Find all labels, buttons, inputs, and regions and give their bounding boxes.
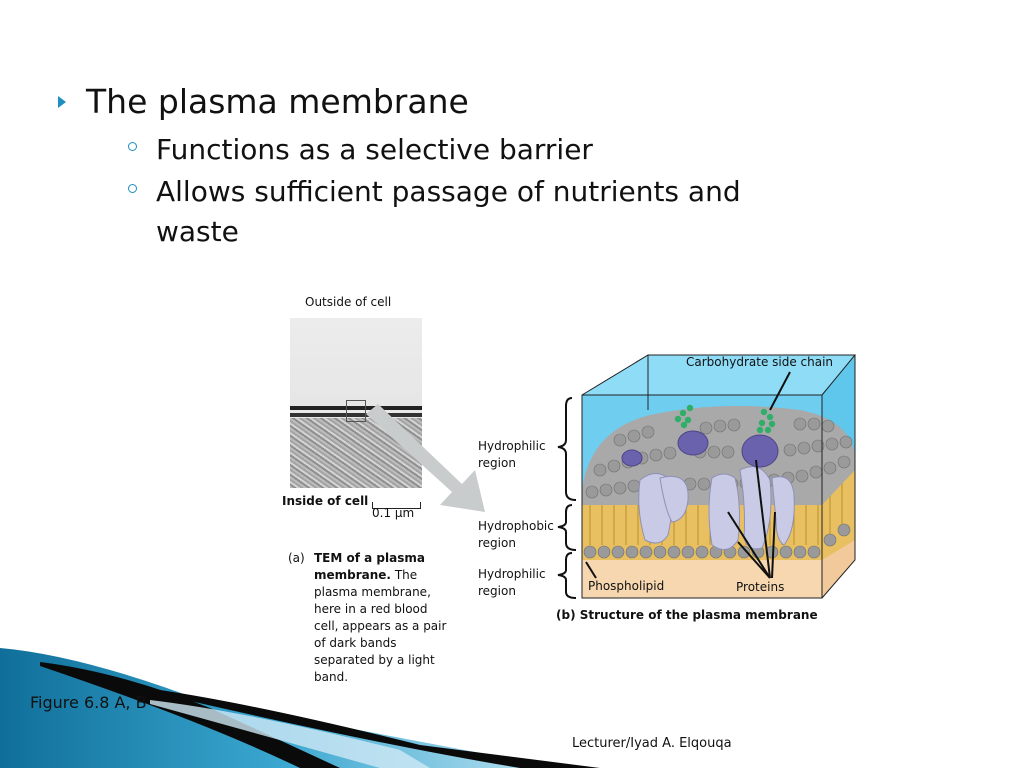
lecturer-credit: Lecturer/Iyad A. Elqouqa bbox=[572, 736, 732, 751]
caption-b: (b) Structure of the plasma membrane bbox=[556, 608, 818, 622]
scale-bar bbox=[372, 502, 421, 509]
phospholipid-label: Phospholipid bbox=[588, 579, 665, 593]
figure-reference: Figure 6.8 A, B bbox=[30, 693, 147, 712]
caption-letter-a: (a) bbox=[288, 551, 305, 565]
hydrophilic-top-label: Hydrophilic region bbox=[478, 439, 546, 470]
circle-bullet-icon bbox=[128, 142, 137, 151]
bullet-sub-text: Allows sufficient passage of nutrients a… bbox=[156, 175, 741, 248]
bullet-main-text: The plasma membrane bbox=[86, 82, 469, 121]
scale-label: 0.1 µm bbox=[372, 506, 415, 520]
proteins-label: Proteins bbox=[736, 580, 785, 594]
circle-bullet-icon bbox=[128, 184, 137, 193]
tem-micrograph bbox=[290, 318, 422, 488]
carbohydrate-label: Carbohydrate side chain bbox=[686, 355, 834, 369]
bullet-sub-text: Functions as a selective barrier bbox=[156, 133, 593, 166]
hydrophilic-bottom-label: Hydrophilic region bbox=[478, 567, 546, 598]
outside-of-cell-label: Outside of cell bbox=[305, 295, 392, 309]
caption-a-title: TEM of a plasma membrane. bbox=[314, 551, 425, 582]
zoom-region-box bbox=[346, 400, 366, 422]
triangle-bullet-icon bbox=[58, 96, 66, 108]
hydrophobic-label: Hydrophobic region bbox=[478, 519, 554, 550]
inside-of-cell-label: Inside of cell bbox=[282, 494, 369, 508]
caption-a: TEM of a plasma membrane. The plasma mem… bbox=[314, 550, 449, 686]
caption-a-text: The plasma membrane, here in a red blood… bbox=[314, 568, 447, 684]
